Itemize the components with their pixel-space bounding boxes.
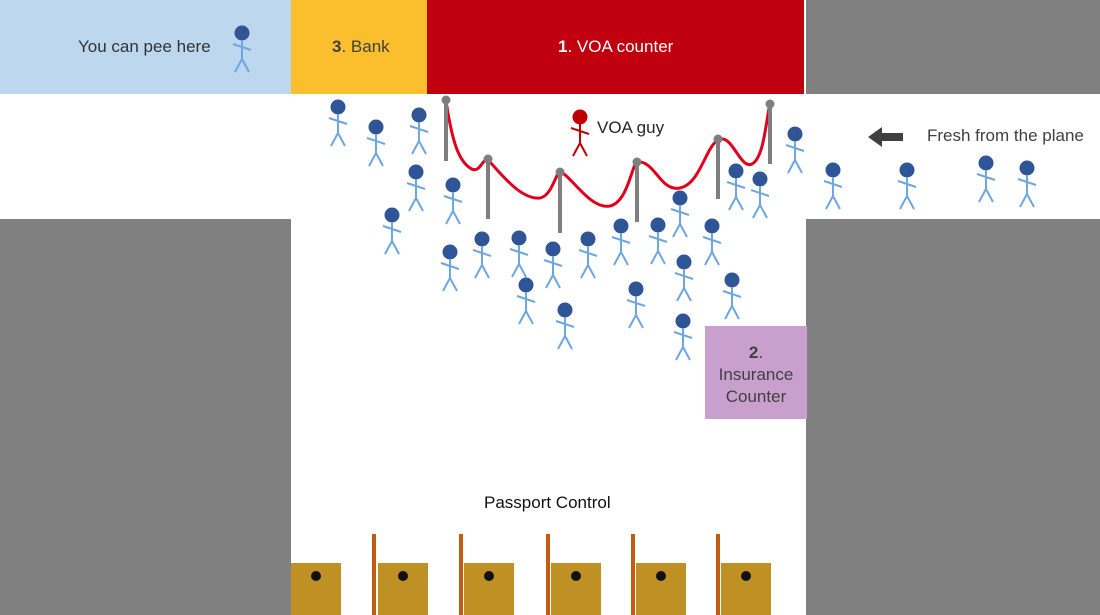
person-icon: [366, 119, 386, 167]
person-icon: [702, 218, 722, 266]
passport-control-label: Passport Control: [484, 493, 611, 512]
person-icon: [409, 107, 429, 155]
insurance-counter-number-line: 2.: [705, 342, 807, 364]
person-icon: [328, 99, 348, 147]
queue-post-top: [555, 167, 565, 177]
wall-top-right: [806, 0, 1100, 94]
passport-booth: [636, 563, 686, 615]
queue-rope: [444, 99, 772, 208]
person-icon: [406, 164, 426, 212]
person-icon: [670, 190, 690, 238]
person-icon: [750, 171, 770, 219]
person-icon: [578, 231, 598, 279]
person-icon: [626, 281, 646, 329]
passport-booth: [464, 563, 514, 615]
insurance-counter-line3: Counter: [725, 387, 787, 406]
voa-guy-icon: [570, 109, 590, 157]
passport-booth: [378, 563, 428, 615]
person-icon: [382, 207, 402, 255]
insurance-counter-label: 2. Insurance Counter: [705, 342, 807, 408]
person-icon: [440, 244, 460, 292]
passport-booth: [291, 563, 341, 615]
person-icon: [543, 241, 563, 289]
booth-officer-dot: [311, 571, 321, 581]
queue-post-top: [483, 154, 493, 164]
booth-officer-dot: [656, 571, 666, 581]
person-icon: [443, 177, 463, 225]
person-icon: [516, 277, 536, 325]
queue-post-top: [441, 95, 451, 105]
person-icon: [674, 254, 694, 302]
passport-booth: [721, 563, 771, 615]
person-icon: [726, 163, 746, 211]
queue-post-top: [713, 134, 723, 144]
wall-right: [806, 219, 1100, 615]
insurance-counter-number: 2: [748, 343, 759, 362]
bank-label: 3. Bank: [332, 37, 390, 57]
arrival-label: Fresh from the plane: [927, 126, 1084, 145]
person-icon: [722, 272, 742, 320]
booth-officer-dot: [571, 571, 581, 581]
passport-booth: [551, 563, 601, 615]
person-icon: [897, 162, 917, 210]
insurance-counter-line2: Insurance: [718, 365, 794, 384]
person-icon: [823, 162, 843, 210]
arrow-left-icon: [868, 127, 903, 147]
person-icon: [648, 217, 668, 265]
voa-counter-label: 1. VOA counter: [558, 37, 673, 57]
booth-officer-dot: [741, 571, 751, 581]
person-icon: [509, 230, 529, 278]
queue-post-top: [632, 157, 642, 167]
person-icon: [1017, 160, 1037, 208]
voa-counter-number: 1: [558, 37, 568, 56]
person-icon: [555, 302, 575, 350]
insurance-counter: [705, 326, 807, 419]
bank-label-text: . Bank: [341, 37, 390, 56]
voa-counter-label-text: . VOA counter: [567, 37, 674, 56]
person-icon: [472, 231, 492, 279]
wall-left: [0, 219, 291, 615]
person-icon: [673, 313, 693, 361]
bank-number: 3: [332, 37, 342, 56]
booth-officer-dot: [484, 571, 494, 581]
person-icon-restroom: [232, 25, 252, 73]
queue-post-top: [765, 99, 775, 109]
person-icon: [785, 126, 805, 174]
voa-counter: [427, 0, 804, 94]
restroom-label: You can pee here: [78, 37, 211, 56]
voa-guy-label: VOA guy: [597, 118, 665, 137]
insurance-counter-dot: .: [758, 343, 764, 362]
person-icon: [611, 218, 631, 266]
booth-officer-dot: [398, 571, 408, 581]
person-icon: [976, 155, 996, 203]
bank-counter: [291, 0, 427, 94]
